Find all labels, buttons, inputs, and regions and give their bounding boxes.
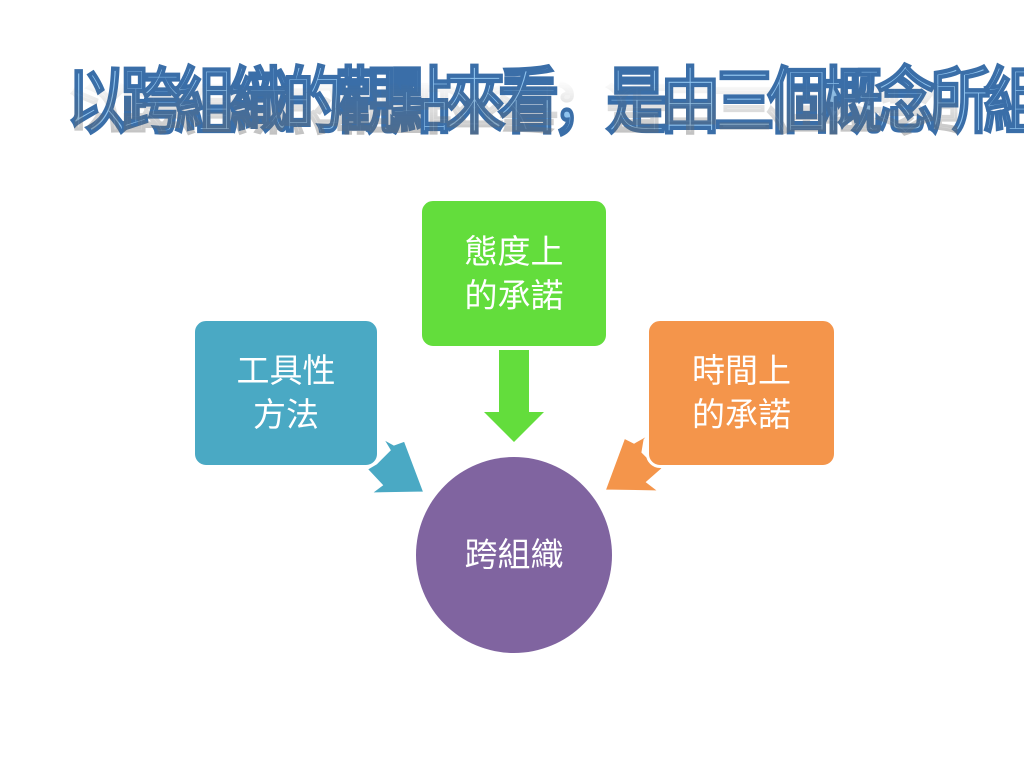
node-attitude-commitment: 態度上 的承諾 <box>419 198 609 349</box>
node-attitude-commitment-label: 態度上 的承諾 <box>464 231 564 315</box>
node-time-commitment-label: 時間上 的承諾 <box>692 351 791 434</box>
arrow-attitude <box>484 350 544 442</box>
slide-title-reflection: 以跨組織的觀點來看，是由三個概念所組成 <box>66 75 1024 138</box>
node-tool-method-label: 工具性 方法 <box>236 351 336 434</box>
slide-title: 以跨組織的觀點來看，是由三個概念所組成 <box>66 59 1024 146</box>
node-tool-method: 工具性 方法 <box>192 318 380 468</box>
node-time-commitment: 時間上 的承諾 <box>646 318 837 468</box>
title-area: 以跨組織的觀點來看，是由三個概念所組成 以跨組織的觀點來看，是由三個概念所組成 <box>0 40 1024 220</box>
center-node: 跨組織 <box>416 457 612 653</box>
